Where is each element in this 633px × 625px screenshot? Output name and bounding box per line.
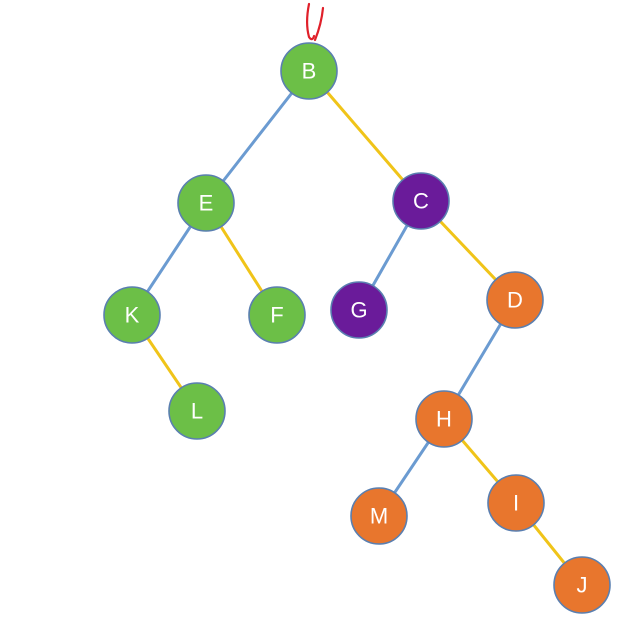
node-g: G (330, 281, 388, 339)
node-i: I (487, 474, 545, 532)
node-label: B (302, 59, 317, 84)
node-label: G (350, 298, 367, 323)
node-label: M (370, 504, 388, 529)
node-e: E (177, 174, 235, 232)
node-d: D (486, 271, 544, 329)
node-circle (248, 286, 306, 344)
node-h: H (415, 390, 473, 448)
node-circle (392, 172, 450, 230)
node-label: L (191, 399, 203, 424)
node-label: H (436, 407, 452, 432)
node-b: B (280, 42, 338, 100)
node-label: D (507, 288, 523, 313)
node-circle (487, 474, 545, 532)
node-label: K (125, 303, 140, 328)
node-label: C (413, 189, 429, 214)
node-label: E (199, 191, 214, 216)
node-label: F (270, 303, 283, 328)
node-circle (168, 382, 226, 440)
node-circle (553, 556, 611, 614)
node-l: L (168, 382, 226, 440)
node-label: J (577, 573, 588, 598)
node-m: M (350, 487, 408, 545)
nodes-layer: B E C K F G D L H M I J (103, 42, 611, 614)
node-j: J (553, 556, 611, 614)
node-circle (415, 390, 473, 448)
node-k: K (103, 286, 161, 344)
node-label: I (513, 491, 519, 516)
node-circle (330, 281, 388, 339)
red-pen-arrow-icon (306, 2, 325, 42)
node-circle (486, 271, 544, 329)
node-circle (350, 487, 408, 545)
node-circle (177, 174, 235, 232)
node-circle (280, 42, 338, 100)
node-c: C (392, 172, 450, 230)
node-circle (103, 286, 161, 344)
node-f: F (248, 286, 306, 344)
